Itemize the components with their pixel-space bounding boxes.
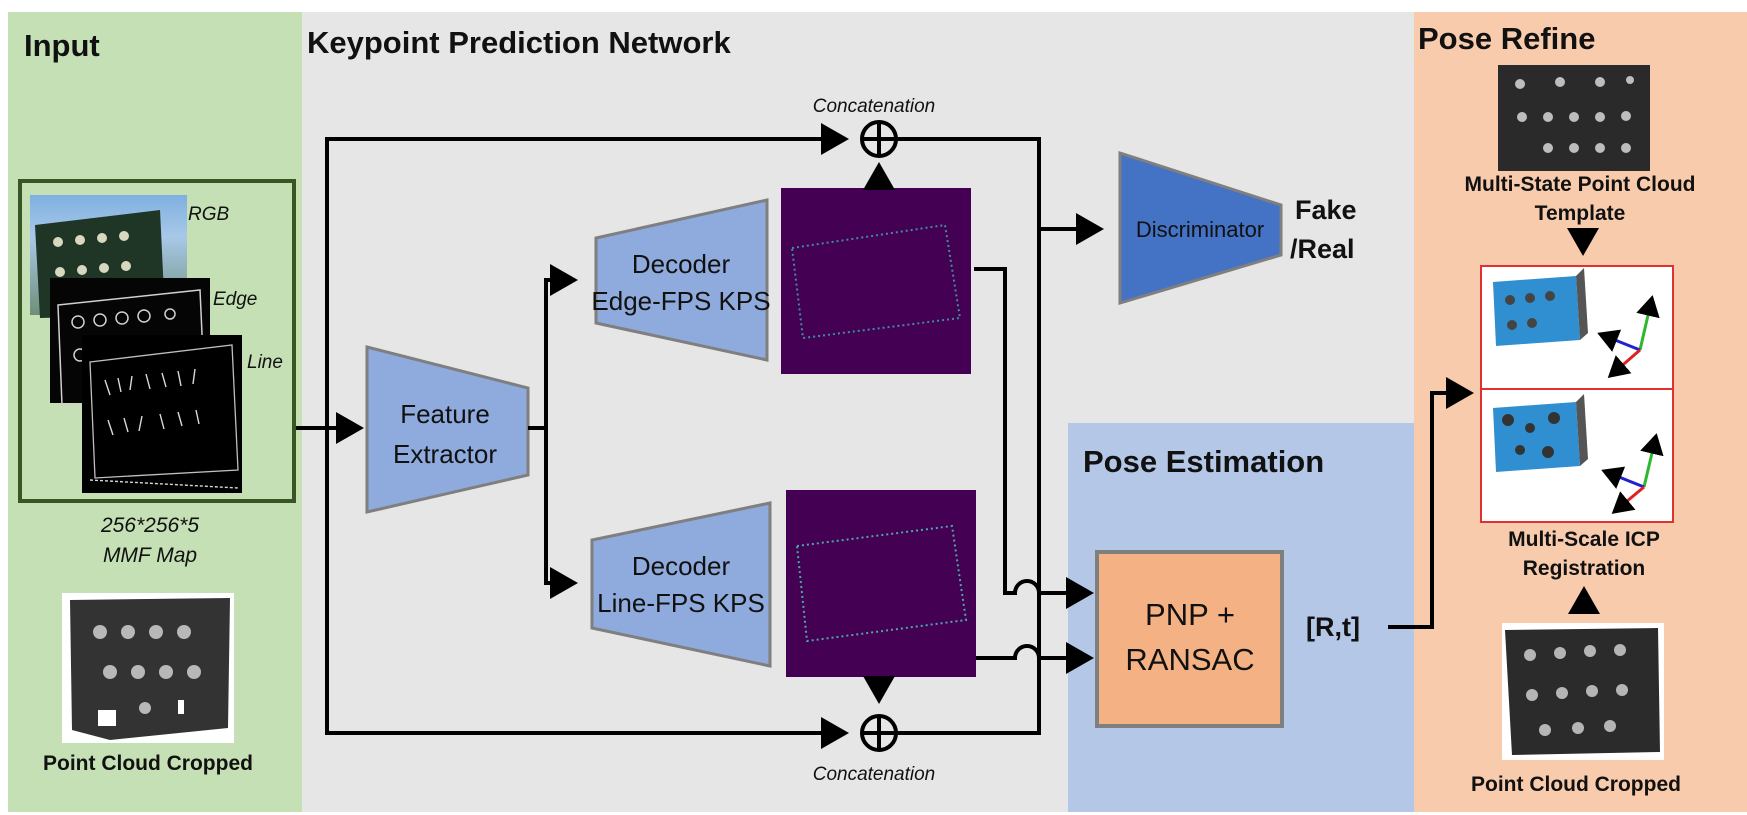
concat-top-label: Concatenation xyxy=(813,96,936,117)
edge-label: Edge xyxy=(213,289,257,310)
concat-bus-line xyxy=(896,137,1041,735)
discriminator-block xyxy=(1118,150,1283,306)
icp-label-2: Registration xyxy=(1523,557,1646,580)
pose-estimation-title: Pose Estimation xyxy=(1083,444,1324,479)
map-size-caption: 256*256*5 xyxy=(100,514,199,537)
rt-output-label: [R,t] xyxy=(1306,612,1360,642)
skip-bottom-arrow xyxy=(325,428,849,749)
input-title: Input xyxy=(24,28,100,63)
line-decoder-block xyxy=(590,501,772,668)
edge-decoder-label-1: Decoder xyxy=(632,249,731,279)
icp-result-top xyxy=(1493,268,1660,378)
real-label: /Real xyxy=(1290,234,1355,264)
rt-to-refine-arrow xyxy=(1388,377,1474,629)
skip-top-arrow xyxy=(325,123,849,428)
icp-label-1: Multi-Scale ICP xyxy=(1508,528,1660,551)
concat-top-symbol xyxy=(860,120,898,158)
edge-keypoint-heatmap xyxy=(781,188,971,374)
extractor-to-edge-decoder-arrow xyxy=(528,264,578,430)
refine-cloud-caption: Point Cloud Cropped xyxy=(1471,773,1681,796)
line-heatmap-to-pnp-arrow xyxy=(976,642,1094,674)
fake-label: Fake xyxy=(1295,195,1357,225)
template-label-2: Template xyxy=(1535,202,1626,225)
pnp-ransac-block xyxy=(1095,550,1284,728)
refine-point-cloud-image xyxy=(1502,623,1664,760)
line-label: Line xyxy=(247,352,283,373)
input-cloud-caption: Point Cloud Cropped xyxy=(43,752,253,775)
rgb-label: RGB xyxy=(188,204,230,225)
edge-decoder-label-2: Edge-FPS KPS xyxy=(591,286,770,316)
extractor-to-line-decoder-arrow xyxy=(544,428,578,599)
line-decoder-label-1: Decoder xyxy=(632,551,731,581)
concat-bottom-symbol xyxy=(860,714,898,752)
feature-extractor-block xyxy=(365,345,530,514)
discriminator-label: Discriminator xyxy=(1136,217,1264,242)
icp-result-bottom xyxy=(1493,394,1664,514)
network-title: Keypoint Prediction Network xyxy=(307,25,731,60)
concat-bottom-label: Concatenation xyxy=(813,764,936,785)
map-name-caption: MMF Map xyxy=(103,544,197,567)
feature-extractor-label-2: Extractor xyxy=(393,439,497,469)
template-cloud-image xyxy=(1498,65,1650,171)
input-point-cloud-image xyxy=(62,593,234,743)
line-decoder-label-2: Line-FPS KPS xyxy=(597,588,765,618)
pnp-label-2: RANSAC xyxy=(1125,642,1254,677)
feature-extractor-label-1: Feature xyxy=(400,399,490,429)
pose-refine-title: Pose Refine xyxy=(1418,21,1595,56)
mmf-map-frame xyxy=(18,179,296,503)
edge-heatmap-to-pnp-arrow xyxy=(974,267,1094,609)
edge-decoder-block xyxy=(594,198,769,362)
line-layer-image xyxy=(82,335,242,493)
template-label-1: Multi-State Point Cloud xyxy=(1465,173,1696,196)
line-keypoint-heatmap xyxy=(786,490,976,677)
pnp-label-1: PNP + xyxy=(1145,597,1235,632)
